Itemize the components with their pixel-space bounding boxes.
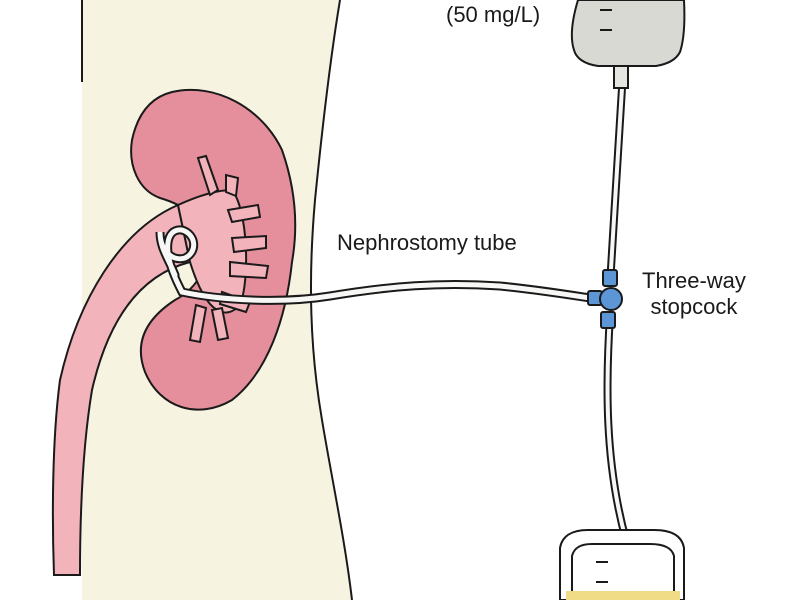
drainage-line-inner [605,314,628,541]
nephrostomy-tube-label: Nephrostomy tube [337,230,517,255]
three-way-stopcock[interactable] [587,269,623,329]
stopcock-label-line1: Three-way [642,268,746,293]
urine-fill [566,591,680,600]
calyces [188,154,270,344]
stopcock-label-line2: stopcock [650,294,738,319]
concentration-label: (50 mg/L) [446,2,541,27]
stopcock-label: Three-way stopcock [642,268,746,320]
drainage-bag [559,529,685,600]
infusion-line-inner [608,87,624,286]
ureter [51,203,192,576]
infusion-bag [570,0,686,89]
nephrostomy-tube-inner [157,227,593,303]
body-edge-line [309,0,353,600]
